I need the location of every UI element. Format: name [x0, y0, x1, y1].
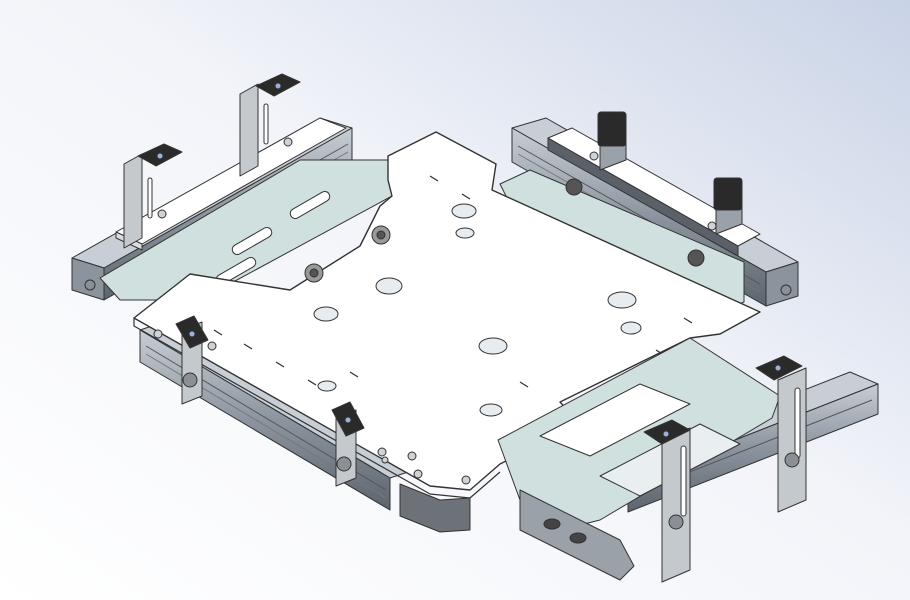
knob-center	[156, 82, 782, 438]
sub-plate-cutout	[539, 383, 691, 457]
slot	[231, 227, 273, 255]
top-plate-edge	[133, 318, 501, 499]
slot	[289, 191, 331, 219]
underside-latch[interactable]	[399, 483, 635, 581]
top-plate[interactable]	[133, 131, 761, 491]
star-washer	[304, 225, 391, 283]
plate-screws	[153, 329, 471, 485]
bracket-bolts	[84, 279, 800, 530]
plate-holes	[313, 203, 642, 417]
assembly[interactable]	[71, 73, 879, 583]
